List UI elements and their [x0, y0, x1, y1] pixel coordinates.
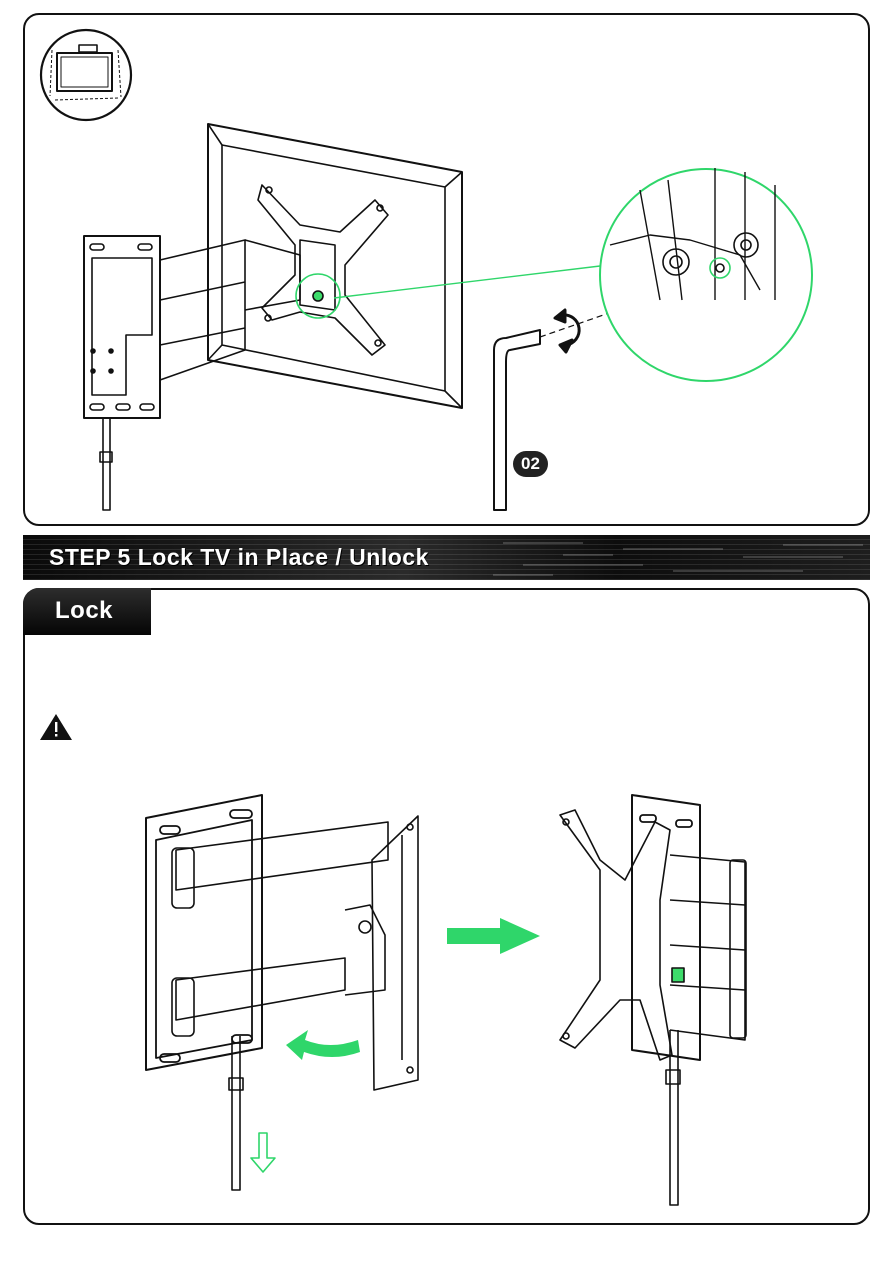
wall-plate-top — [84, 236, 160, 418]
lock-tab-label: Lock — [55, 597, 113, 625]
step-badge: 02 — [513, 451, 548, 477]
allen-key — [494, 330, 540, 510]
swing-arm-top — [160, 240, 300, 380]
step-banner: STEP 5 Lock TV in Place / Unlock — [23, 535, 870, 580]
tv-thumbnail-icon — [41, 30, 131, 120]
lock-illustration-panel — [23, 588, 870, 1225]
zoom-detail-circle — [600, 168, 812, 381]
lock-tab: Lock — [23, 588, 151, 635]
pull-strap-top — [100, 418, 112, 510]
rotate-arrow-icon — [555, 310, 579, 352]
step-title: STEP 5 Lock TV in Place / Unlock — [49, 544, 429, 571]
vesa-bracket-top — [258, 185, 388, 355]
